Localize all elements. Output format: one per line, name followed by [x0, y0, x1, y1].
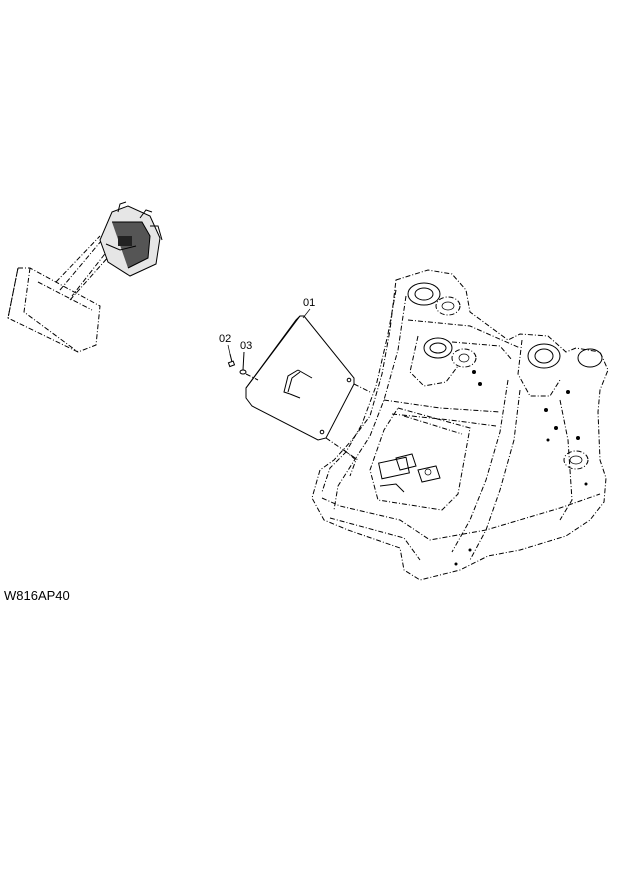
front-frame-main [311, 269, 609, 581]
overview-bucket [7, 267, 101, 353]
callout-02: 02 [219, 333, 231, 355]
central-opening [369, 407, 471, 511]
callout-label-02: 02 [219, 333, 231, 345]
upper-right-pin-boss [517, 339, 603, 470]
cover-plate-part-01 [245, 315, 371, 461]
callout-01: 01 [302, 297, 315, 319]
callout-03: 03 [240, 340, 252, 352]
bolt-part-02 [227, 353, 236, 368]
callout-label-03: 03 [240, 340, 252, 352]
middle-pin-bosses [409, 335, 513, 387]
cover-handle [283, 369, 313, 399]
overview-loader-illustration [7, 201, 163, 353]
overview-front-frame [99, 201, 163, 277]
washer-part-03 [239, 351, 259, 381]
frame-bolt-holes [454, 370, 588, 566]
upper-left-pin-boss [407, 282, 461, 316]
callout-label-01: 01 [303, 297, 315, 309]
figure-code-label: W816AP40 [4, 588, 70, 603]
